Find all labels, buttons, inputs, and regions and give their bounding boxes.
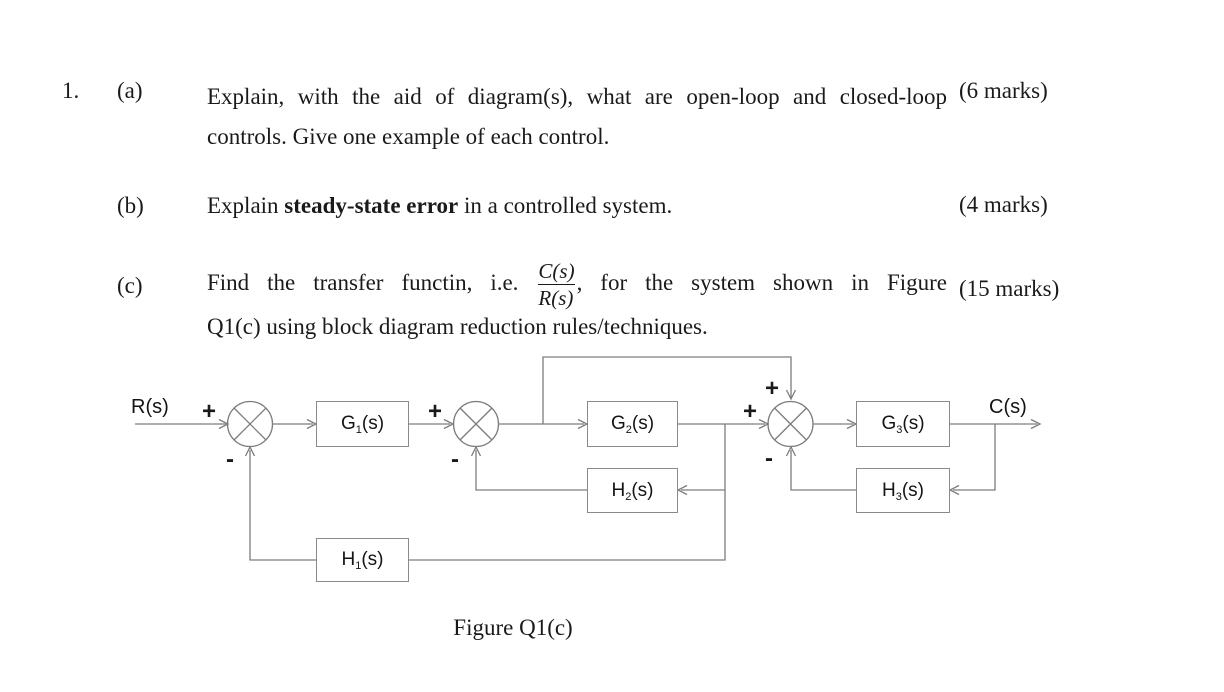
part-c-seg2: , for the system shown in Figure bbox=[576, 270, 947, 295]
part-b-text: Explain steady-state error in a controll… bbox=[207, 192, 672, 220]
block-g2: G2(s) bbox=[587, 401, 678, 447]
summing-junction-2 bbox=[452, 400, 500, 448]
block-h3: H3(s) bbox=[856, 468, 950, 513]
part-a-label: (a) bbox=[117, 78, 143, 103]
question-number: 1. bbox=[62, 78, 80, 103]
plus-sign-sum3-left: + bbox=[742, 398, 757, 425]
input-signal-label: R(s) bbox=[131, 396, 169, 418]
part-b-text-bold: steady-state error bbox=[284, 193, 459, 218]
minus-sign-sum2: - bbox=[451, 446, 459, 473]
block-g3: G3(s) bbox=[856, 401, 950, 447]
block-h2-label: H2(s) bbox=[611, 479, 654, 503]
block-g1: G1(s) bbox=[316, 401, 409, 447]
part-a-text: Explain, with the aid of diagram(s), wha… bbox=[207, 77, 947, 157]
line-feedforward-top bbox=[542, 356, 792, 424]
plus-sign-sum2: + bbox=[427, 398, 442, 425]
transfer-function-fraction: C(s)R(s) bbox=[536, 259, 576, 310]
figure-caption: Figure Q1(c) bbox=[453, 615, 573, 640]
summing-junction-3 bbox=[767, 400, 814, 448]
line-tap-to-h1 bbox=[409, 424, 726, 561]
part-b-label: (b) bbox=[117, 193, 144, 218]
block-h1-label: H1(s) bbox=[341, 549, 384, 572]
diagram-graphics bbox=[135, 356, 1042, 561]
connector-lines bbox=[135, 356, 1042, 561]
arrowhead-into-h2 bbox=[676, 484, 688, 496]
part-c-label: (c) bbox=[117, 273, 143, 298]
fraction-bar bbox=[538, 284, 575, 286]
part-b-marks: (4 marks) bbox=[959, 192, 1048, 217]
minus-sign-sum3: - bbox=[765, 445, 773, 472]
block-h2: H2(s) bbox=[587, 468, 678, 513]
summing-junction-1 bbox=[226, 400, 274, 448]
part-a-line1: Explain, with the aid of diagram(s), wha… bbox=[207, 84, 947, 109]
block-g3-label: G3(s) bbox=[881, 413, 925, 436]
part-b-text-before: Explain bbox=[207, 193, 285, 218]
arrowhead-into-h3 bbox=[948, 484, 960, 496]
part-c-line2: Q1(c) using block diagram reduction rule… bbox=[207, 314, 708, 339]
output-signal-label: C(s) bbox=[989, 396, 1027, 418]
line-h1-sum1 bbox=[249, 450, 316, 561]
block-h1: H1(s) bbox=[316, 538, 409, 582]
part-b-text-after: in a controlled system. bbox=[458, 193, 673, 218]
line-h3-sum3 bbox=[790, 450, 856, 491]
block-g2-label: G2(s) bbox=[610, 413, 655, 436]
part-c-seg1: Find the transfer functin, i.e. bbox=[207, 270, 519, 295]
fraction-denominator: R(s) bbox=[538, 286, 574, 311]
arrowhead-into-sum3-top bbox=[785, 389, 797, 401]
part-a-line2: controls. Give one example of each contr… bbox=[207, 124, 610, 149]
part-a-marks: (6 marks) bbox=[959, 78, 1048, 103]
part-c-line1: Find the transfer functin, i.e. C(s)R(s)… bbox=[207, 251, 947, 315]
plus-sign-sum3-top: + bbox=[764, 375, 779, 402]
fraction-numerator: C(s) bbox=[538, 259, 575, 284]
block-diagram: R(s) C(s) + - + - + + - G1(s) G2(s) G3(s… bbox=[0, 340, 1224, 652]
block-g1-label: G1(s) bbox=[340, 413, 385, 436]
arrowhead-output bbox=[1030, 418, 1042, 430]
plus-sign-sum1: + bbox=[201, 398, 216, 425]
minus-sign-sum1: - bbox=[226, 446, 234, 473]
block-h3-label: H3(s) bbox=[881, 479, 924, 503]
part-c-marks: (15 marks) bbox=[959, 276, 1060, 301]
line-tap-to-h3 bbox=[953, 424, 996, 491]
line-h2-sum2 bbox=[475, 450, 587, 491]
